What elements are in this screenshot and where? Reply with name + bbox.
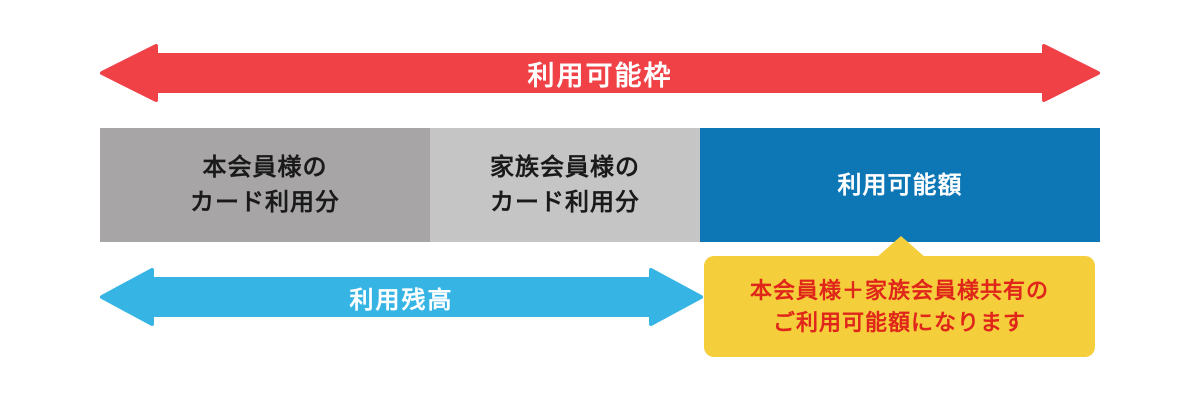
double-arrow-shape	[102, 46, 1098, 100]
segment-available-amount: 利用可能額	[700, 128, 1100, 242]
credit-limit-label: 利用可能枠	[527, 60, 673, 91]
family-member-label-line1: 家族会員様の	[490, 154, 640, 181]
family-member-label-line2: カード利用分	[490, 189, 640, 216]
available-amount-label: 利用可能額	[837, 171, 963, 199]
usage-balance-arrow: 利用残高	[100, 266, 703, 328]
primary-member-label-line1: 本会員様の	[202, 154, 328, 181]
usage-balance-label: 利用残高	[349, 286, 454, 314]
credit-limit-arrow: 利用可能枠	[100, 43, 1100, 103]
segment-family-member-usage: 家族会員様の カード利用分	[430, 128, 700, 242]
callout-text-line1: 本会員様＋家族会員様共有の	[749, 277, 1049, 303]
callout-pointer-icon	[876, 236, 926, 258]
shared-amount-callout: 本会員様＋家族会員様共有の ご利用可能額になります	[704, 256, 1095, 357]
double-arrow-icon	[100, 44, 1100, 102]
usage-bar: 本会員様の カード利用分 家族会員様の カード利用分 利用可能額	[100, 128, 1100, 242]
segment-primary-member-usage: 本会員様の カード利用分	[100, 128, 430, 242]
double-arrow-outline	[100, 268, 703, 326]
double-arrow-icon	[100, 268, 703, 326]
callout-text-line2: ご利用可能額になります	[772, 309, 1026, 335]
primary-member-label-line2: カード利用分	[190, 189, 340, 216]
double-arrow-outline	[100, 44, 1100, 102]
double-arrow-shape	[102, 270, 701, 324]
